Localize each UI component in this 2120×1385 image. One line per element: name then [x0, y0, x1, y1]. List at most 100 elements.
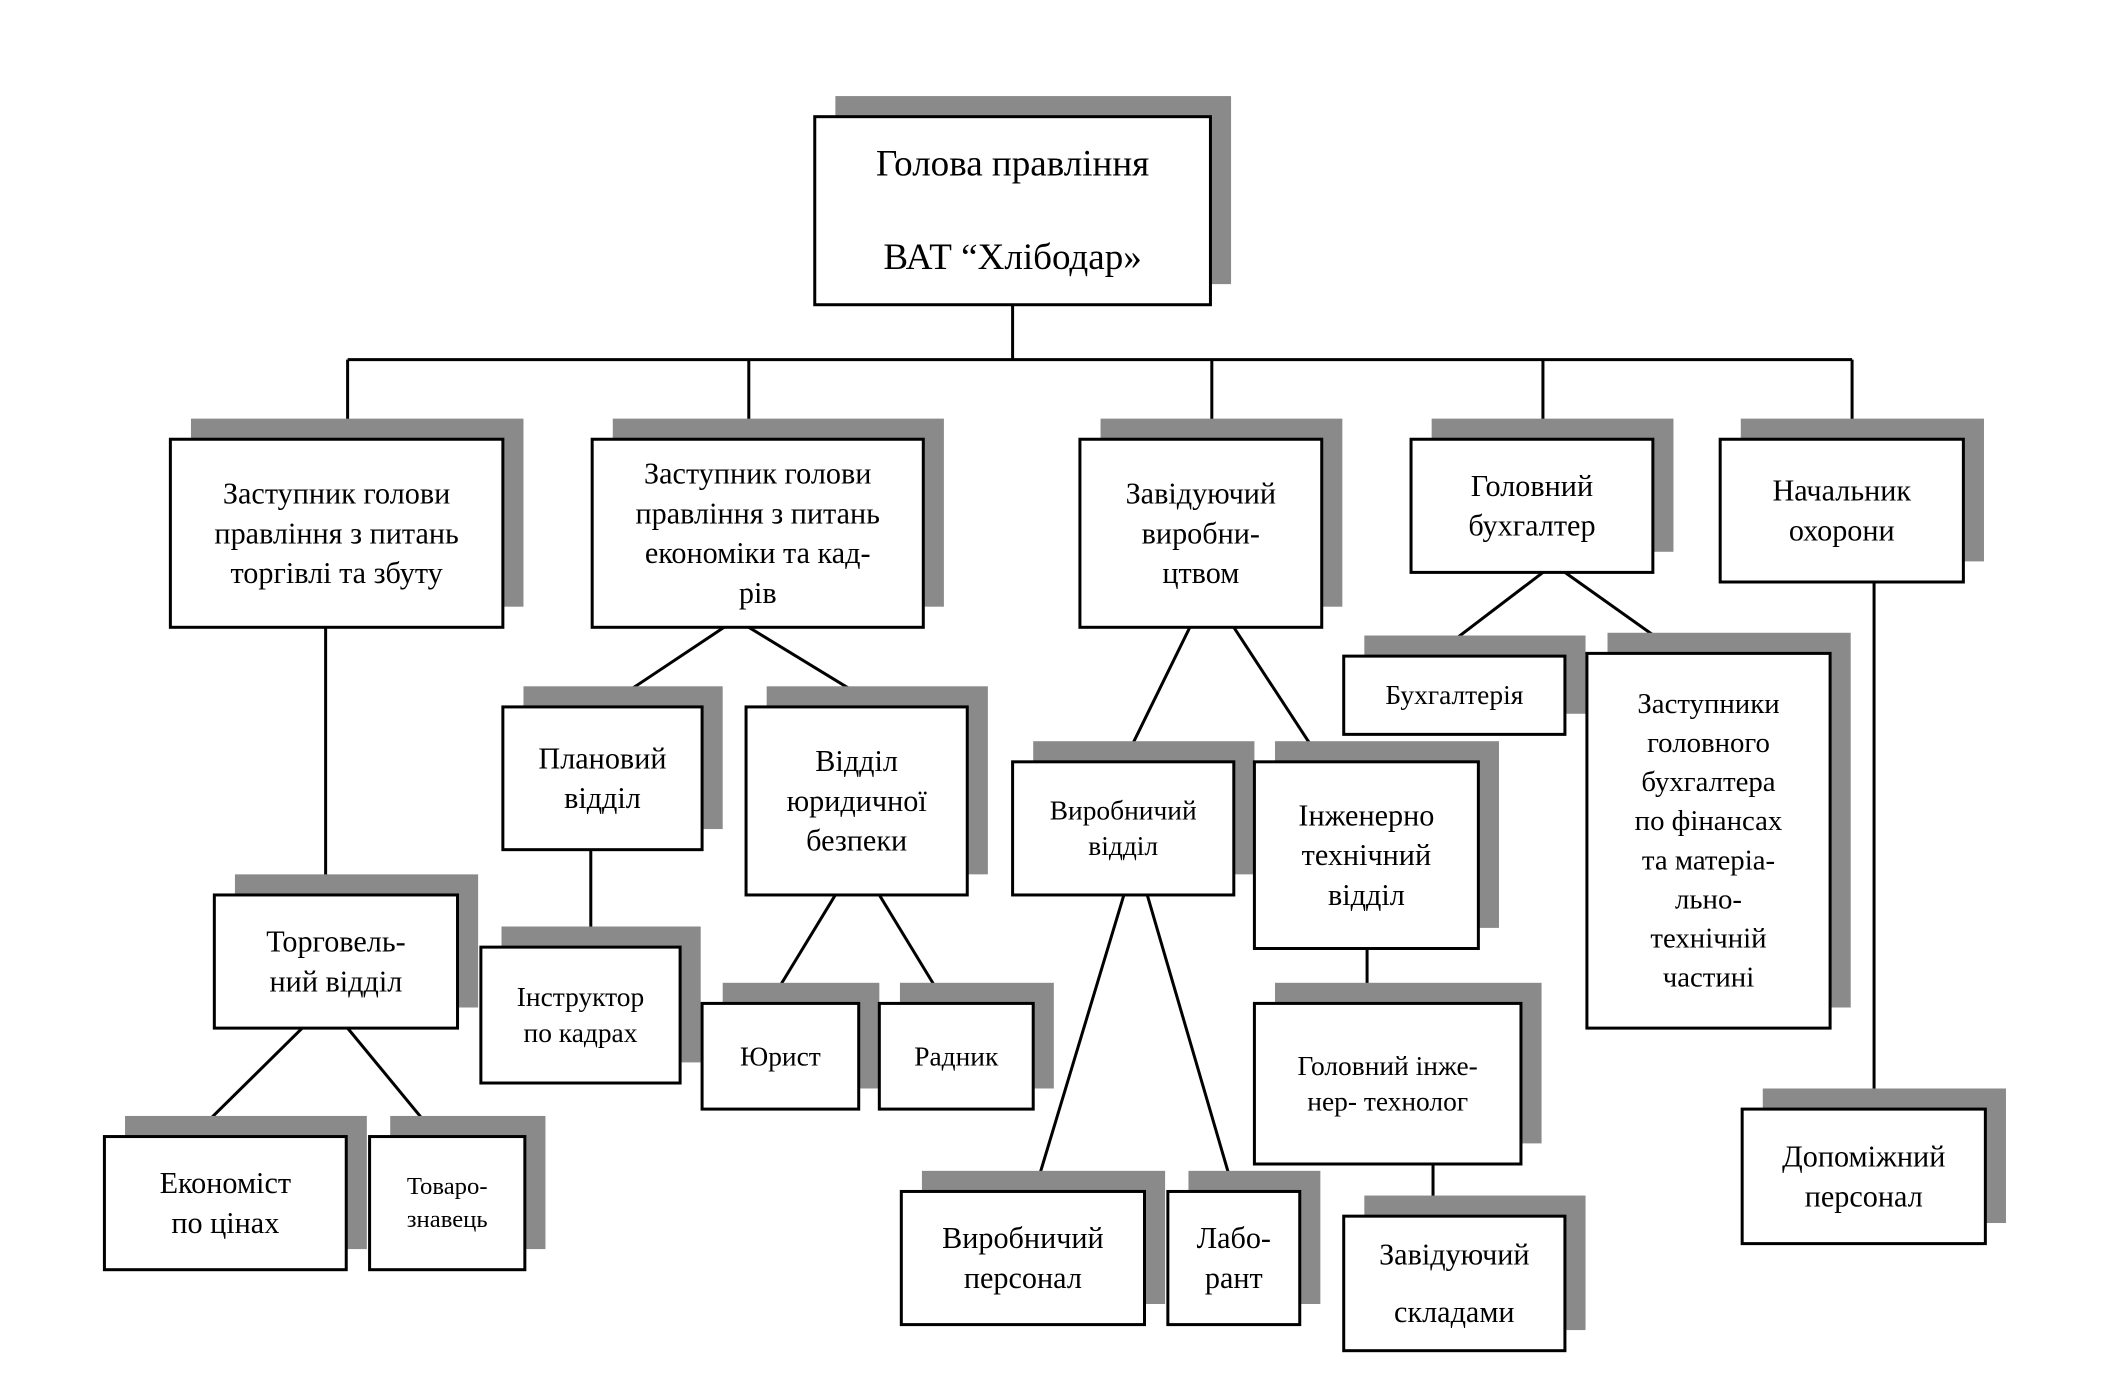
- node-box: [102, 1135, 348, 1272]
- node-security-head: Начальник охорони: [1718, 418, 1984, 584]
- node-label-line: Голова правління: [876, 144, 1149, 185]
- node-label-line: Відділ: [815, 744, 898, 778]
- connector-arrow: [1232, 626, 1323, 764]
- node-box: [1718, 437, 1965, 584]
- connector-arrow: [1145, 894, 1238, 1194]
- node-label-line: льно-: [1675, 883, 1742, 915]
- node-label-line: Заступник голови: [644, 457, 871, 491]
- node-label-line: персонал: [1805, 1179, 1923, 1213]
- node-label-line: Торговель-: [266, 925, 405, 959]
- node-box: [590, 437, 925, 629]
- node-label-line: технічній: [1650, 923, 1766, 955]
- node-label-line: Головний інже-: [1298, 1051, 1478, 1081]
- node-box: [744, 705, 969, 897]
- node-label-line: бухгалтер: [1468, 509, 1595, 543]
- node-label-line: Заступник голови: [223, 476, 450, 510]
- node-advisor: Радник: [877, 982, 1054, 1111]
- node-label-line: цтвом: [1162, 556, 1239, 590]
- node-lawyer: Юрист: [700, 982, 880, 1111]
- connector-arrow: [1122, 626, 1192, 764]
- node-box: [1342, 654, 1567, 736]
- node-deputy-trade: Заступник голови правління з питань торгів…: [168, 418, 524, 629]
- node-box: [1740, 1107, 1987, 1246]
- node-chief-accountant: Головний бухгалтер: [1409, 418, 1674, 574]
- node-label-line: по цінах: [171, 1206, 279, 1240]
- node-label-line: економіки та кад-: [645, 536, 871, 570]
- node-label-line: бухгалтера: [1641, 766, 1775, 798]
- node-label-line: складами: [1394, 1295, 1515, 1329]
- node-label-line: Виробничий: [1050, 796, 1197, 826]
- node-deputy-accountants: Заступники головного бухгалтера по фінансах…: [1585, 632, 1851, 1030]
- node-box: [877, 1001, 1035, 1111]
- node-label-line: відділ: [1328, 878, 1405, 912]
- node-lab-assistant: Лабо-рант: [1166, 1170, 1321, 1327]
- node-label-line: частині: [1663, 962, 1755, 994]
- node-label-line: Начальник: [1772, 474, 1911, 508]
- node-label-line: Радник: [914, 1041, 999, 1071]
- node-label-line: Економіст: [160, 1166, 291, 1200]
- node-label-line: відділ: [564, 781, 641, 815]
- node-label-line: правління з питань: [214, 516, 458, 550]
- node-box: [368, 1135, 527, 1272]
- node-label-line: Виробничий: [942, 1221, 1104, 1255]
- node-label-line: по кадрах: [524, 1018, 638, 1048]
- node-box: [1252, 760, 1480, 950]
- node-label-line: відділ: [1088, 831, 1158, 861]
- node-label-line: безпеки: [806, 824, 907, 858]
- node-engineering-dept: Інженерно технічний відділ: [1252, 741, 1499, 950]
- node-label-line: Бухгалтерія: [1385, 680, 1523, 710]
- node-label-line: юридичної: [787, 784, 928, 818]
- node-chief-technologist: Головний інже-нер- технолог: [1252, 982, 1542, 1166]
- node-label-line: Інженерно: [1298, 798, 1434, 832]
- node-box: [700, 1001, 861, 1111]
- node-label-line: Товаро-: [407, 1173, 488, 1200]
- node-label-line: головного: [1647, 727, 1770, 759]
- node-label-line: персонал: [964, 1261, 1082, 1295]
- node-label-line: технічний: [1302, 838, 1431, 872]
- node-box: [1252, 1001, 1523, 1166]
- node-label-line: Юрист: [740, 1041, 821, 1071]
- node-deputy-economics: Заступник голови правління з питань економ…: [590, 418, 944, 629]
- node-label-line: знавець: [407, 1206, 488, 1233]
- node-label-line: нер- технолог: [1307, 1087, 1468, 1117]
- node-box: [1011, 760, 1236, 897]
- node-box: [1166, 1189, 1302, 1327]
- node-label-line: та матеріа-: [1642, 844, 1775, 876]
- node-label-line: Лабо-: [1197, 1221, 1271, 1255]
- node-label-line: ний відділ: [270, 964, 403, 998]
- node-label-line: Плановий: [538, 741, 666, 775]
- node-label-line: правління з питань: [636, 496, 880, 530]
- node-production-dept: Виробничий відділ: [1011, 741, 1255, 897]
- node-legal-dept: Відділ юридичної безпеки: [744, 686, 988, 897]
- node-planning-dept: Плановий відділ: [501, 686, 723, 852]
- node-production-staff: Виробничий персонал: [899, 1170, 1166, 1327]
- node-warehouse-head: Завідуючий складами: [1342, 1195, 1586, 1353]
- node-production-head: Завідуючий виробни-цтвом: [1078, 418, 1343, 629]
- node-label-line: рант: [1205, 1261, 1263, 1295]
- node-box: [168, 437, 505, 629]
- node-box: [1585, 651, 1832, 1030]
- node-label-line: Головний: [1471, 469, 1593, 503]
- node-support-staff: Допоміжний персонал: [1740, 1088, 2006, 1246]
- node-label-line: Допоміжний: [1782, 1139, 1945, 1173]
- node-box: [813, 115, 1212, 307]
- node-label-line: рів: [739, 576, 777, 610]
- node-trade-dept: Торговель-ний відділ: [212, 874, 479, 1030]
- node-label-line: охорони: [1789, 514, 1895, 548]
- node-accounting: Бухгалтерія: [1342, 635, 1586, 736]
- node-label-line: виробни-: [1142, 516, 1260, 550]
- node-label-line: Заступники: [1637, 688, 1779, 720]
- node-box: [501, 705, 704, 852]
- node-box: [1078, 437, 1324, 629]
- node-label-line: по фінансах: [1635, 805, 1783, 837]
- node-box: [479, 945, 682, 1085]
- node-price-economist: Економіст по цінах: [102, 1115, 367, 1272]
- node-label-line: Завідуючий: [1379, 1238, 1530, 1272]
- node-box: [899, 1189, 1146, 1327]
- node-label-line: Завідуючий: [1126, 476, 1277, 510]
- node-label-line: торгівлі та збуту: [230, 556, 442, 590]
